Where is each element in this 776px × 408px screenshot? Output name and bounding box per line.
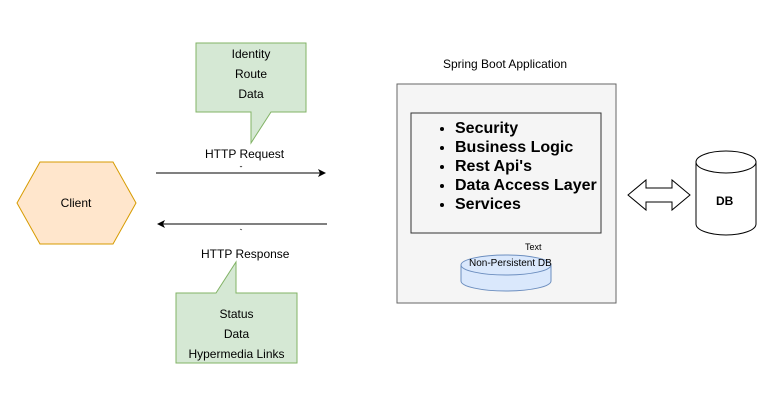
http-request-label: HTTP Request — [205, 147, 285, 161]
request-callout-line: Data — [238, 87, 264, 101]
bidirectional-arrow[interactable] — [627, 178, 691, 212]
response-callout-text: Status Data Hypermedia Links — [176, 304, 297, 364]
request-callout-shape[interactable] — [195, 42, 307, 145]
response-callout-line: Status — [219, 307, 254, 321]
client-hexagon[interactable] — [16, 161, 137, 245]
db-cylinder[interactable] — [695, 150, 757, 236]
stray-mark — [239, 228, 243, 231]
response-callout-line: Hypermedia Links — [188, 347, 285, 361]
response-callout-shape[interactable] — [175, 260, 298, 364]
feature-item: Security — [455, 119, 625, 138]
request-callout-text: Identity Route Data — [196, 44, 306, 104]
feature-list: Security Business Logic Rest Api's Data … — [427, 119, 625, 214]
request-callout-line: Identity — [231, 47, 271, 61]
non-persistent-db-cylinder[interactable] — [460, 254, 552, 292]
feature-list-box[interactable] — [410, 112, 602, 234]
app-title: Spring Boot Application — [443, 57, 568, 71]
feature-item: Data Access Layer — [455, 176, 625, 195]
cache-tag: Text — [525, 242, 542, 252]
feature-item: Business Logic — [455, 138, 625, 157]
stray-mark — [239, 165, 243, 168]
db-label: DB — [716, 194, 734, 208]
request-callout-line: Route — [234, 67, 268, 81]
cache-label: Non-Persistent DB — [469, 258, 552, 269]
response-callout-line: Data — [223, 327, 250, 341]
http-response-label: HTTP Response — [201, 247, 290, 261]
feature-item: Services — [455, 195, 625, 214]
client-label: Client — [60, 196, 92, 210]
feature-item: Rest Api's — [455, 157, 625, 176]
